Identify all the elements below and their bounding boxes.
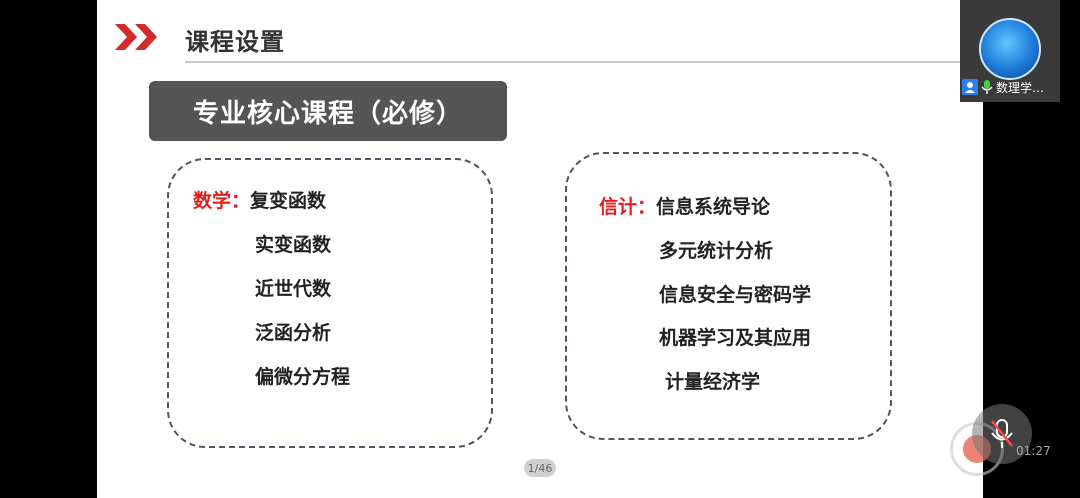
stat-course-item: 机器学习及其应用 [659,327,812,349]
double-chevron-icon [115,24,157,50]
stat-course-item: 信息系统导论 [656,196,771,218]
math-category-label: 数学： [193,190,251,212]
title-divider [185,61,975,63]
participant-name: 数理学… [996,80,1045,95]
stat-course-item: 计量经济学 [665,371,761,393]
core-courses-banner: 专业核心课程（必修） [149,81,507,141]
math-course-row: 数学：复变函数 [193,186,326,213]
mute-button[interactable] [972,404,1032,464]
presentation-slide: 课程设置 专业核心课程（必修） 数学：复变函数 实变函数 近世代数 泛函分析 偏… [97,0,983,498]
participant-name-bar: 数理学… [960,76,1060,98]
stat-category-label: 信计： [599,196,657,218]
core-courses-banner-text: 专业核心课程（必修） [192,98,463,129]
math-course-item: 实变函数 [255,234,332,256]
math-course-item: 偏微分方程 [255,366,351,388]
stat-course-item: 多元统计分析 [659,240,774,262]
avatar [979,18,1041,80]
info-stat-courses-box [565,152,892,440]
page-indicator: 1/46 [524,459,556,477]
mic-icon [981,80,993,94]
user-icon [962,79,978,95]
recording-time: 01:27 [1016,444,1051,458]
stat-course-item: 信息安全与密码学 [659,284,812,306]
participant-video-tile[interactable]: 数理学… [960,0,1060,102]
slide-title: 课程设置 [185,28,285,56]
math-course-item: 近世代数 [255,278,332,300]
math-course-item: 复变函数 [250,190,327,212]
stat-course-row: 信计：信息系统导论 [599,192,770,219]
math-courses-box [167,158,493,448]
mic-muted-icon [991,419,1013,448]
math-course-item: 泛函分析 [255,322,332,344]
